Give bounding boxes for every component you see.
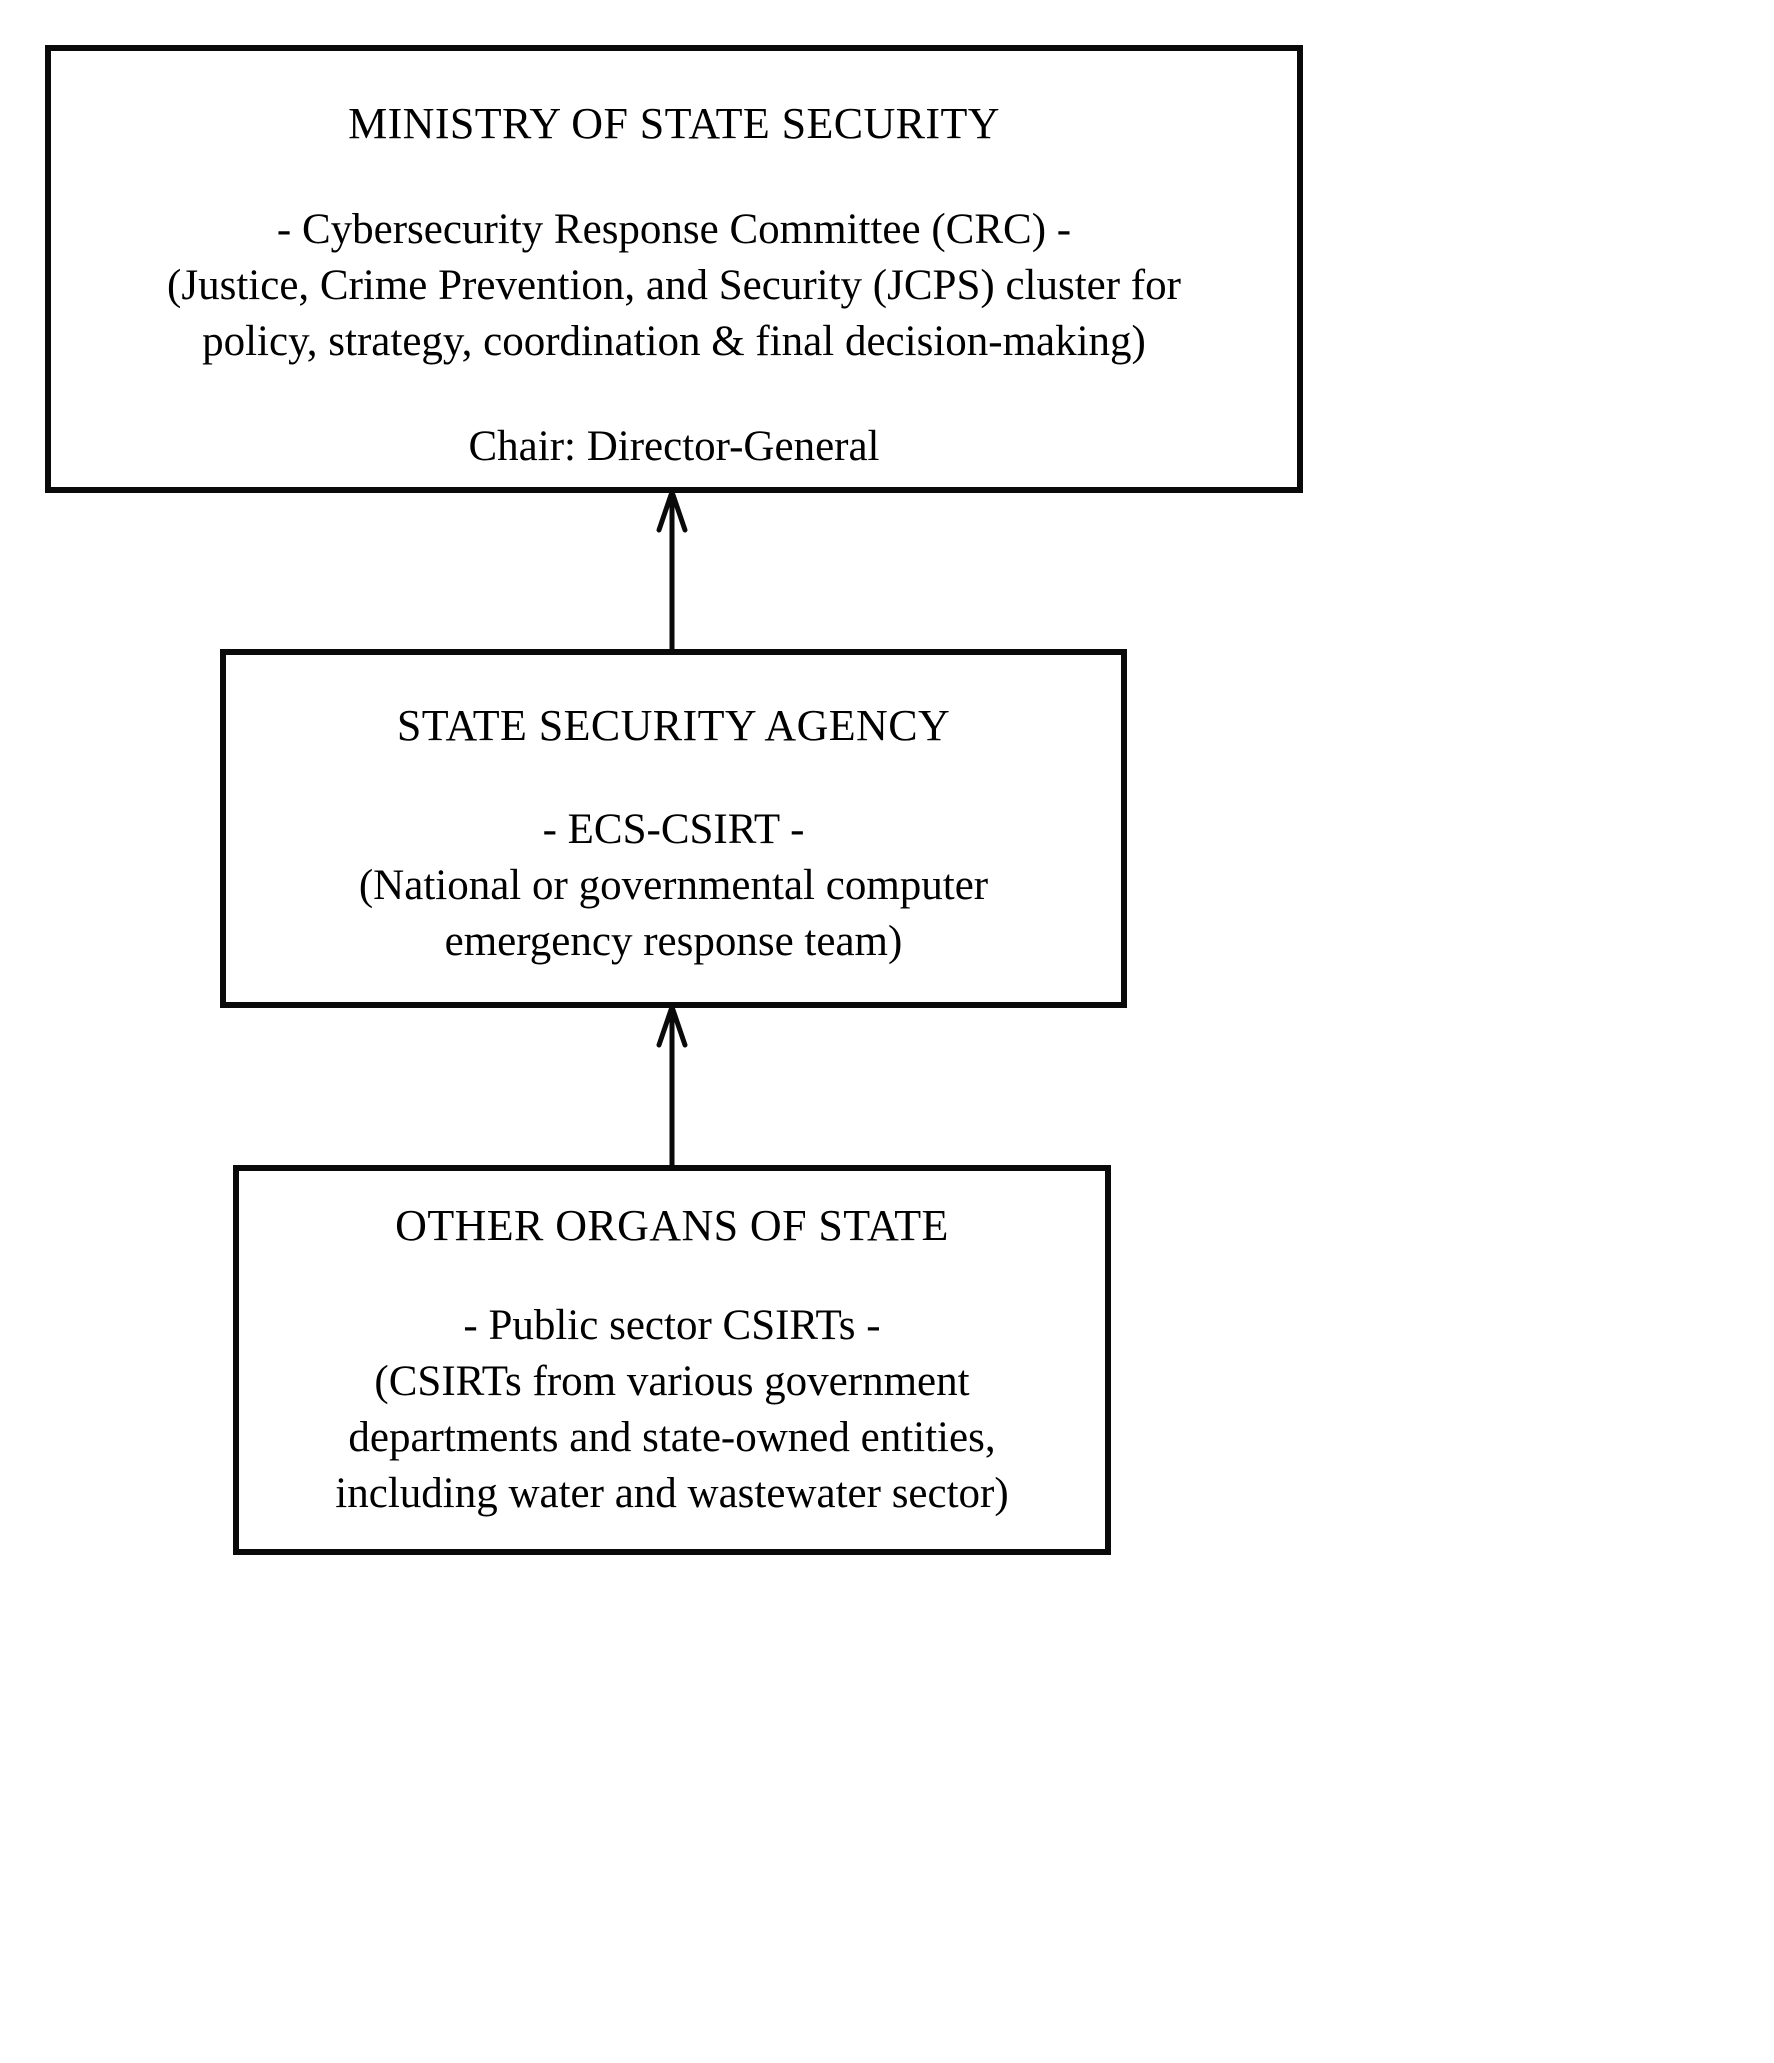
connector-agency-to-ministry-arrow-up (652, 489, 692, 655)
node-agency-body-line-3: emergency response team) (444, 918, 903, 966)
node-ministry-body-line-1: - Cybersecurity Response Committee (CRC)… (276, 206, 1072, 254)
node-agency-title: STATE SECURITY AGENCY (396, 701, 951, 750)
node-ministry-chair: Chair: Director-General (468, 422, 880, 470)
node-agency-body-line-2: (National or governmental computer (358, 862, 989, 910)
node-organs-body-line-1: - Public sector CSIRTs - (463, 1302, 881, 1350)
arrow-up-icon (656, 489, 688, 655)
node-organs-body-line-3: departments and state-owned entities, (348, 1414, 996, 1462)
node-organs-title: OTHER ORGANS OF STATE (395, 1201, 949, 1250)
node-other-organs-of-state: OTHER ORGANS OF STATE - Public sector CS… (233, 1165, 1111, 1555)
connector-organs-to-agency-arrow-up (652, 1004, 692, 1170)
node-agency-body: - ECS-CSIRT - (National or governmental … (359, 802, 988, 970)
node-agency-body-line-1: - ECS-CSIRT - (542, 806, 805, 854)
node-ministry-body-line-3: policy, strategy, coordination & final d… (202, 318, 1146, 366)
node-state-security-agency: STATE SECURITY AGENCY - ECS-CSIRT - (Nat… (220, 649, 1127, 1008)
node-ministry-title: MINISTRY OF STATE SECURITY (348, 99, 1000, 148)
node-ministry-body-line-2: (Justice, Crime Prevention, and Security… (167, 262, 1181, 310)
node-ministry-of-state-security: MINISTRY OF STATE SECURITY - Cybersecuri… (45, 45, 1303, 493)
node-organs-body-line-2: (CSIRTs from various government (374, 1358, 970, 1406)
node-organs-body-line-4: including water and wastewater sector) (335, 1469, 1009, 1517)
arrow-up-icon (656, 1004, 688, 1170)
node-ministry-body: - Cybersecurity Response Committee (CRC)… (167, 202, 1181, 370)
node-organs-body: - Public sector CSIRTs - (CSIRTs from va… (335, 1298, 1008, 1522)
